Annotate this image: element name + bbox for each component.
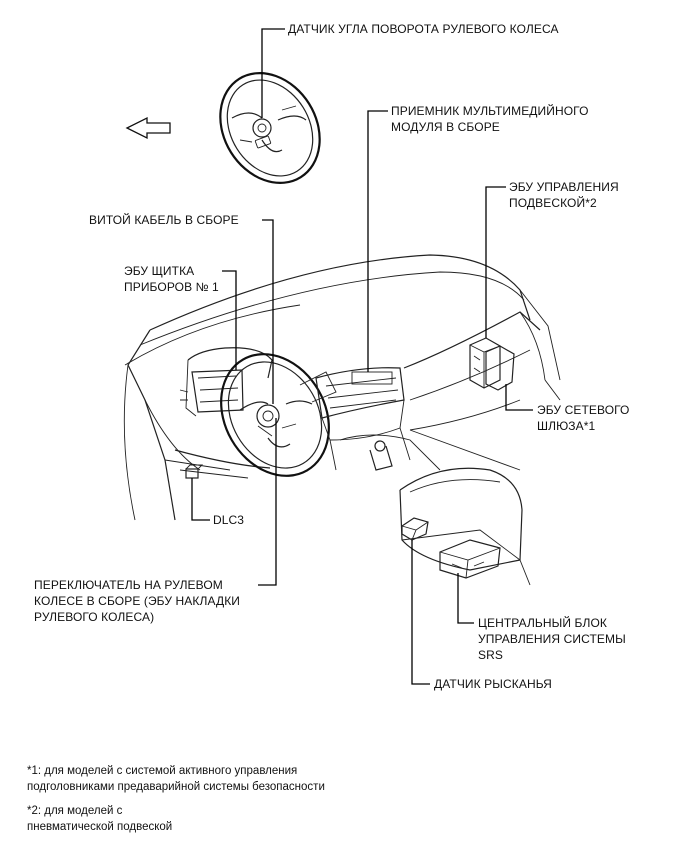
label-yaw-sensor: ДАТЧИК РЫСКАНЬЯ: [434, 677, 552, 691]
inset-steering-wheel: [219, 72, 321, 184]
label-srs-unit-line2: УПРАВЛЕНИЯ СИСТЕМЫ: [478, 632, 626, 646]
footnote-1-line2: подголовниками предаварийной системы без…: [27, 781, 325, 793]
label-steering-switch-line3: РУЛЕВОГО КОЛЕСА): [34, 610, 155, 624]
label-srs-unit-line3: SRS: [478, 648, 503, 662]
label-suspension-ecu-line1: ЭБУ УПРАВЛЕНИЯ: [509, 180, 619, 194]
label-srs-unit-line1: ЦЕНТРАЛЬНЫЙ БЛОК: [478, 616, 608, 630]
dashboard-drawing: [123, 254, 561, 586]
label-meter-ecu-line2: ПРИБОРОВ № 1: [124, 280, 219, 294]
leader-lines: [191, 28, 533, 685]
label-dlc3: DLC3: [213, 513, 245, 527]
footnote-1-line1: *1: для моделей с системой активного упр…: [27, 765, 298, 777]
label-multimedia-receiver-line1: ПРИЕМНИК МУЛЬТИМЕДИЙНОГО: [391, 104, 589, 118]
label-meter-ecu-line1: ЭБУ ЩИТКА: [124, 264, 195, 278]
label-suspension-ecu-line2: ПОДВЕСКОЙ*2: [509, 196, 597, 210]
label-steering-angle-sensor: ДАТЧИК УГЛА ПОВОРОТА РУЛЕВОГО КОЛЕСА: [288, 22, 559, 36]
label-multimedia-receiver-line2: МОДУЛЯ В СБОРЕ: [391, 120, 500, 134]
label-spiral-cable: ВИТОЙ КАБЕЛЬ В СБОРЕ: [89, 213, 239, 227]
inset-arrow: [125, 116, 171, 140]
label-steering-switch-line1: ПЕРЕКЛЮЧАТЕЛЬ НА РУЛЕВОМ: [34, 578, 223, 592]
label-steering-switch-line2: КОЛЕСЕ В СБОРЕ (ЭБУ НАКЛАДКИ: [34, 594, 241, 608]
label-gateway-ecu-line1: ЭБУ СЕТЕВОГО: [537, 403, 630, 417]
label-gateway-ecu-line2: ШЛЮЗА*1: [537, 419, 596, 433]
footnote-2-line1: *2: для моделей с: [27, 805, 123, 817]
footnote-2-line2: пневматической подвеской: [27, 821, 173, 833]
